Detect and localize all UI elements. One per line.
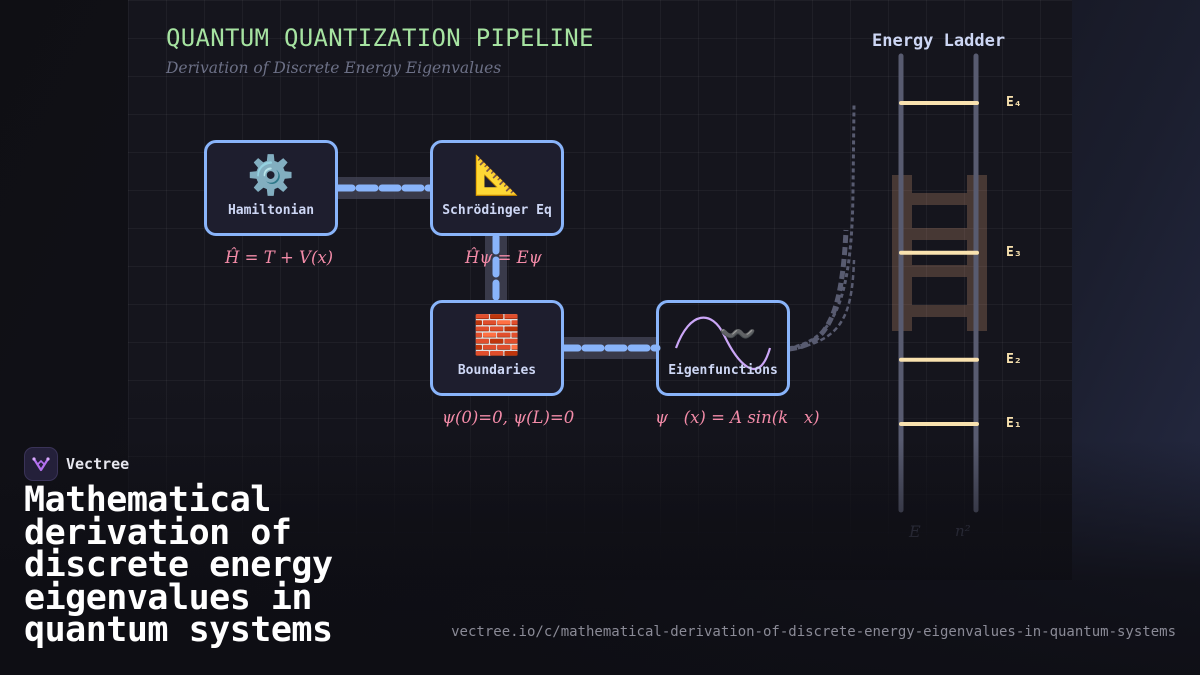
brand-name: Vectree [66, 455, 130, 473]
formula-hamiltonian: Ĥ = T + V(x) [225, 248, 334, 267]
node-label: Hamiltonian [227, 203, 315, 218]
page-url[interactable]: vectree.io/c/mathematical-derivation-of-… [451, 624, 1176, 640]
diagram-subtitle: Derivation of Discrete Energy Eigenvalue… [166, 59, 502, 77]
formula-boundaries: ψ(0)=0, ψ(L)=0 [442, 408, 575, 427]
formula-schrodinger: Ĥψ = Eψ [465, 248, 542, 267]
node-label: Eigenfunctions [668, 363, 778, 378]
energy-level-label: E₁ [1006, 416, 1022, 431]
node-label: Schrödinger Eq [442, 203, 552, 218]
ladder-shadow-icon [892, 175, 987, 331]
page-headline: Mathematical derivation of discrete ener… [24, 480, 333, 650]
node-label: Boundaries [457, 363, 537, 378]
formula-eigenfunctions: ψ (x) = A sin(k x) [655, 408, 820, 427]
node-schrodinger: 📐 Schrödinger Eq [430, 140, 564, 236]
energy-ladder-title: Energy Ladder [872, 31, 1006, 51]
bottom-shade [0, 440, 1200, 675]
brand[interactable]: Vectree [24, 447, 129, 481]
node-hamiltonian: ⚙️ Hamiltonian [204, 140, 338, 236]
triangular-ruler-icon: 📐 [473, 153, 521, 197]
node-eigenfunctions: 〰️ Eigenfunctions [656, 300, 790, 396]
link-eigenfunctions-ladder [788, 104, 856, 352]
brick-wall-icon: 🧱 [473, 313, 521, 357]
energy-level-label: E₃ [1006, 244, 1022, 260]
wavy-dash-icon: 〰️ [719, 317, 757, 352]
diagram-title: QUANTUM QUANTIZATION PIPELINE [166, 24, 594, 52]
gear-icon: ⚙️ [247, 153, 295, 197]
energy-level-label: E₄ [1006, 95, 1022, 110]
sine-wave-icon [674, 316, 772, 371]
energy-level-label: E₂ [1006, 351, 1022, 367]
node-boundaries: 🧱 Boundaries [430, 300, 564, 396]
vectree-logo-icon [24, 447, 58, 481]
